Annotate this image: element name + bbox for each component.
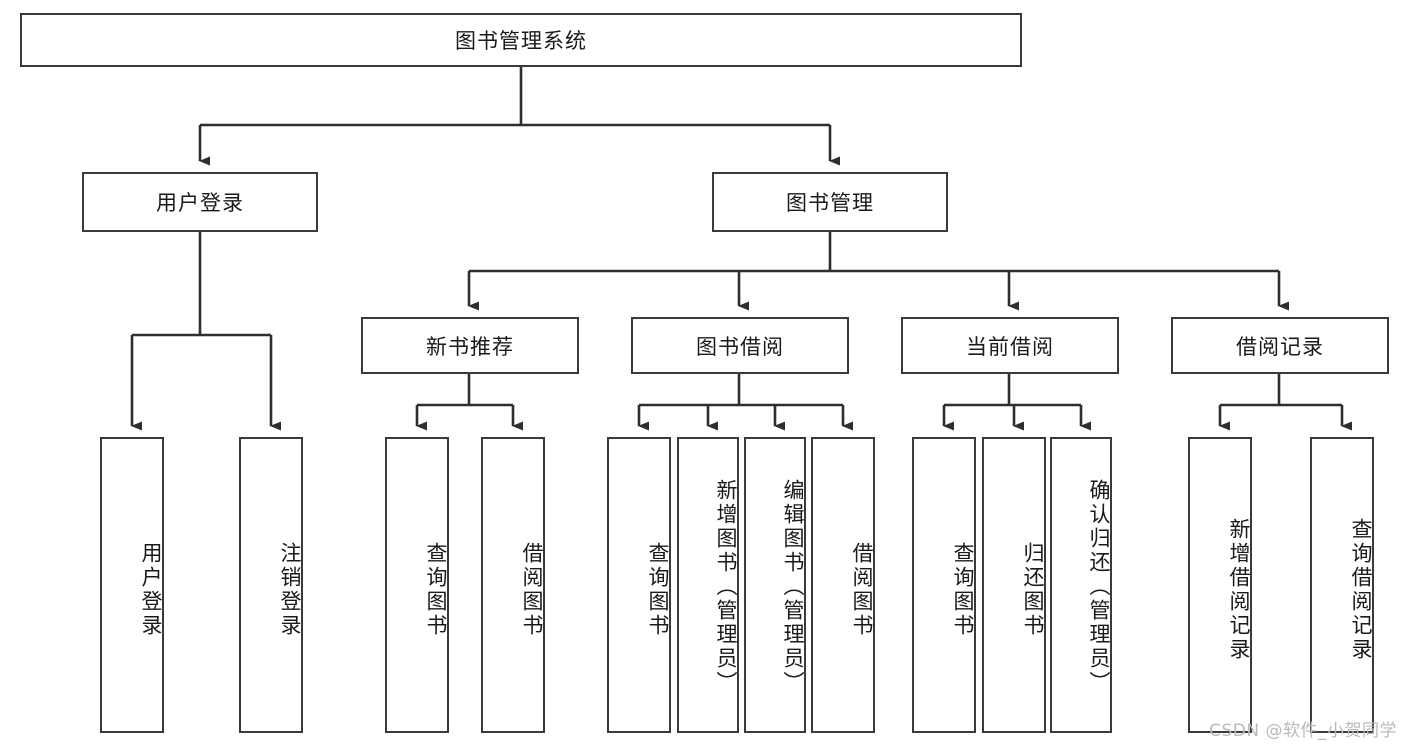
- node-current-borrow-label: 当前借阅: [966, 334, 1054, 359]
- node-book-manage[interactable]: 图书管理: [712, 172, 948, 232]
- node-new-book-rec[interactable]: 新书推荐: [361, 317, 579, 374]
- leaf-borrow-book-2[interactable]: 借阅图书: [811, 437, 875, 733]
- leaf-confirm-return[interactable]: 确认归还（管理员）: [1050, 437, 1112, 733]
- node-borrow-record[interactable]: 借阅记录: [1171, 317, 1389, 374]
- csdn-watermark: CSDN @软件_小贺同学: [1209, 721, 1397, 741]
- leaf-user-login[interactable]: 用户登录: [100, 437, 164, 733]
- leaf-logout[interactable]: 注销登录: [239, 437, 303, 733]
- node-book-borrow-label: 图书借阅: [696, 334, 784, 359]
- leaf-query-book-1[interactable]: 查询图书: [385, 437, 449, 733]
- leaf-query-book-3[interactable]: 查询图书: [912, 437, 976, 733]
- leaf-query-book-2-label: 查询图书: [646, 542, 670, 638]
- node-root[interactable]: 图书管理系统: [20, 13, 1022, 67]
- leaf-user-login-label: 用户登录: [139, 542, 163, 638]
- node-user-login[interactable]: 用户登录: [82, 172, 318, 232]
- node-new-book-rec-label: 新书推荐: [426, 334, 514, 359]
- leaf-add-book-label: 新增图书（管理员）: [714, 479, 738, 695]
- leaf-query-record[interactable]: 查询借阅记录: [1310, 437, 1374, 733]
- leaf-query-book-2[interactable]: 查询图书: [607, 437, 671, 733]
- leaf-add-record[interactable]: 新增借阅记录: [1188, 437, 1252, 733]
- leaf-edit-book[interactable]: 编辑图书（管理员）: [744, 437, 806, 733]
- leaf-query-book-1-label: 查询图书: [424, 542, 448, 638]
- node-current-borrow[interactable]: 当前借阅: [901, 317, 1119, 374]
- leaf-query-book-3-label: 查询图书: [951, 542, 975, 638]
- node-user-login-label: 用户登录: [156, 191, 244, 215]
- leaf-query-record-label: 查询借阅记录: [1349, 518, 1373, 662]
- leaf-confirm-return-label: 确认归还（管理员）: [1087, 479, 1111, 695]
- leaf-add-record-label: 新增借阅记录: [1227, 518, 1251, 662]
- leaf-borrow-book-2-label: 借阅图书: [850, 542, 874, 638]
- leaf-logout-label: 注销登录: [278, 542, 302, 638]
- leaf-return-book[interactable]: 归还图书: [982, 437, 1046, 733]
- node-book-manage-label: 图书管理: [786, 191, 874, 215]
- leaf-add-book[interactable]: 新增图书（管理员）: [677, 437, 739, 733]
- leaf-borrow-book-1[interactable]: 借阅图书: [481, 437, 545, 733]
- node-borrow-record-label: 借阅记录: [1236, 334, 1324, 359]
- leaf-borrow-book-1-label: 借阅图书: [520, 542, 544, 638]
- leaf-return-book-label: 归还图书: [1021, 542, 1045, 638]
- node-book-borrow[interactable]: 图书借阅: [631, 317, 849, 374]
- node-root-label: 图书管理系统: [455, 29, 587, 53]
- leaf-edit-book-label: 编辑图书（管理员）: [781, 479, 805, 695]
